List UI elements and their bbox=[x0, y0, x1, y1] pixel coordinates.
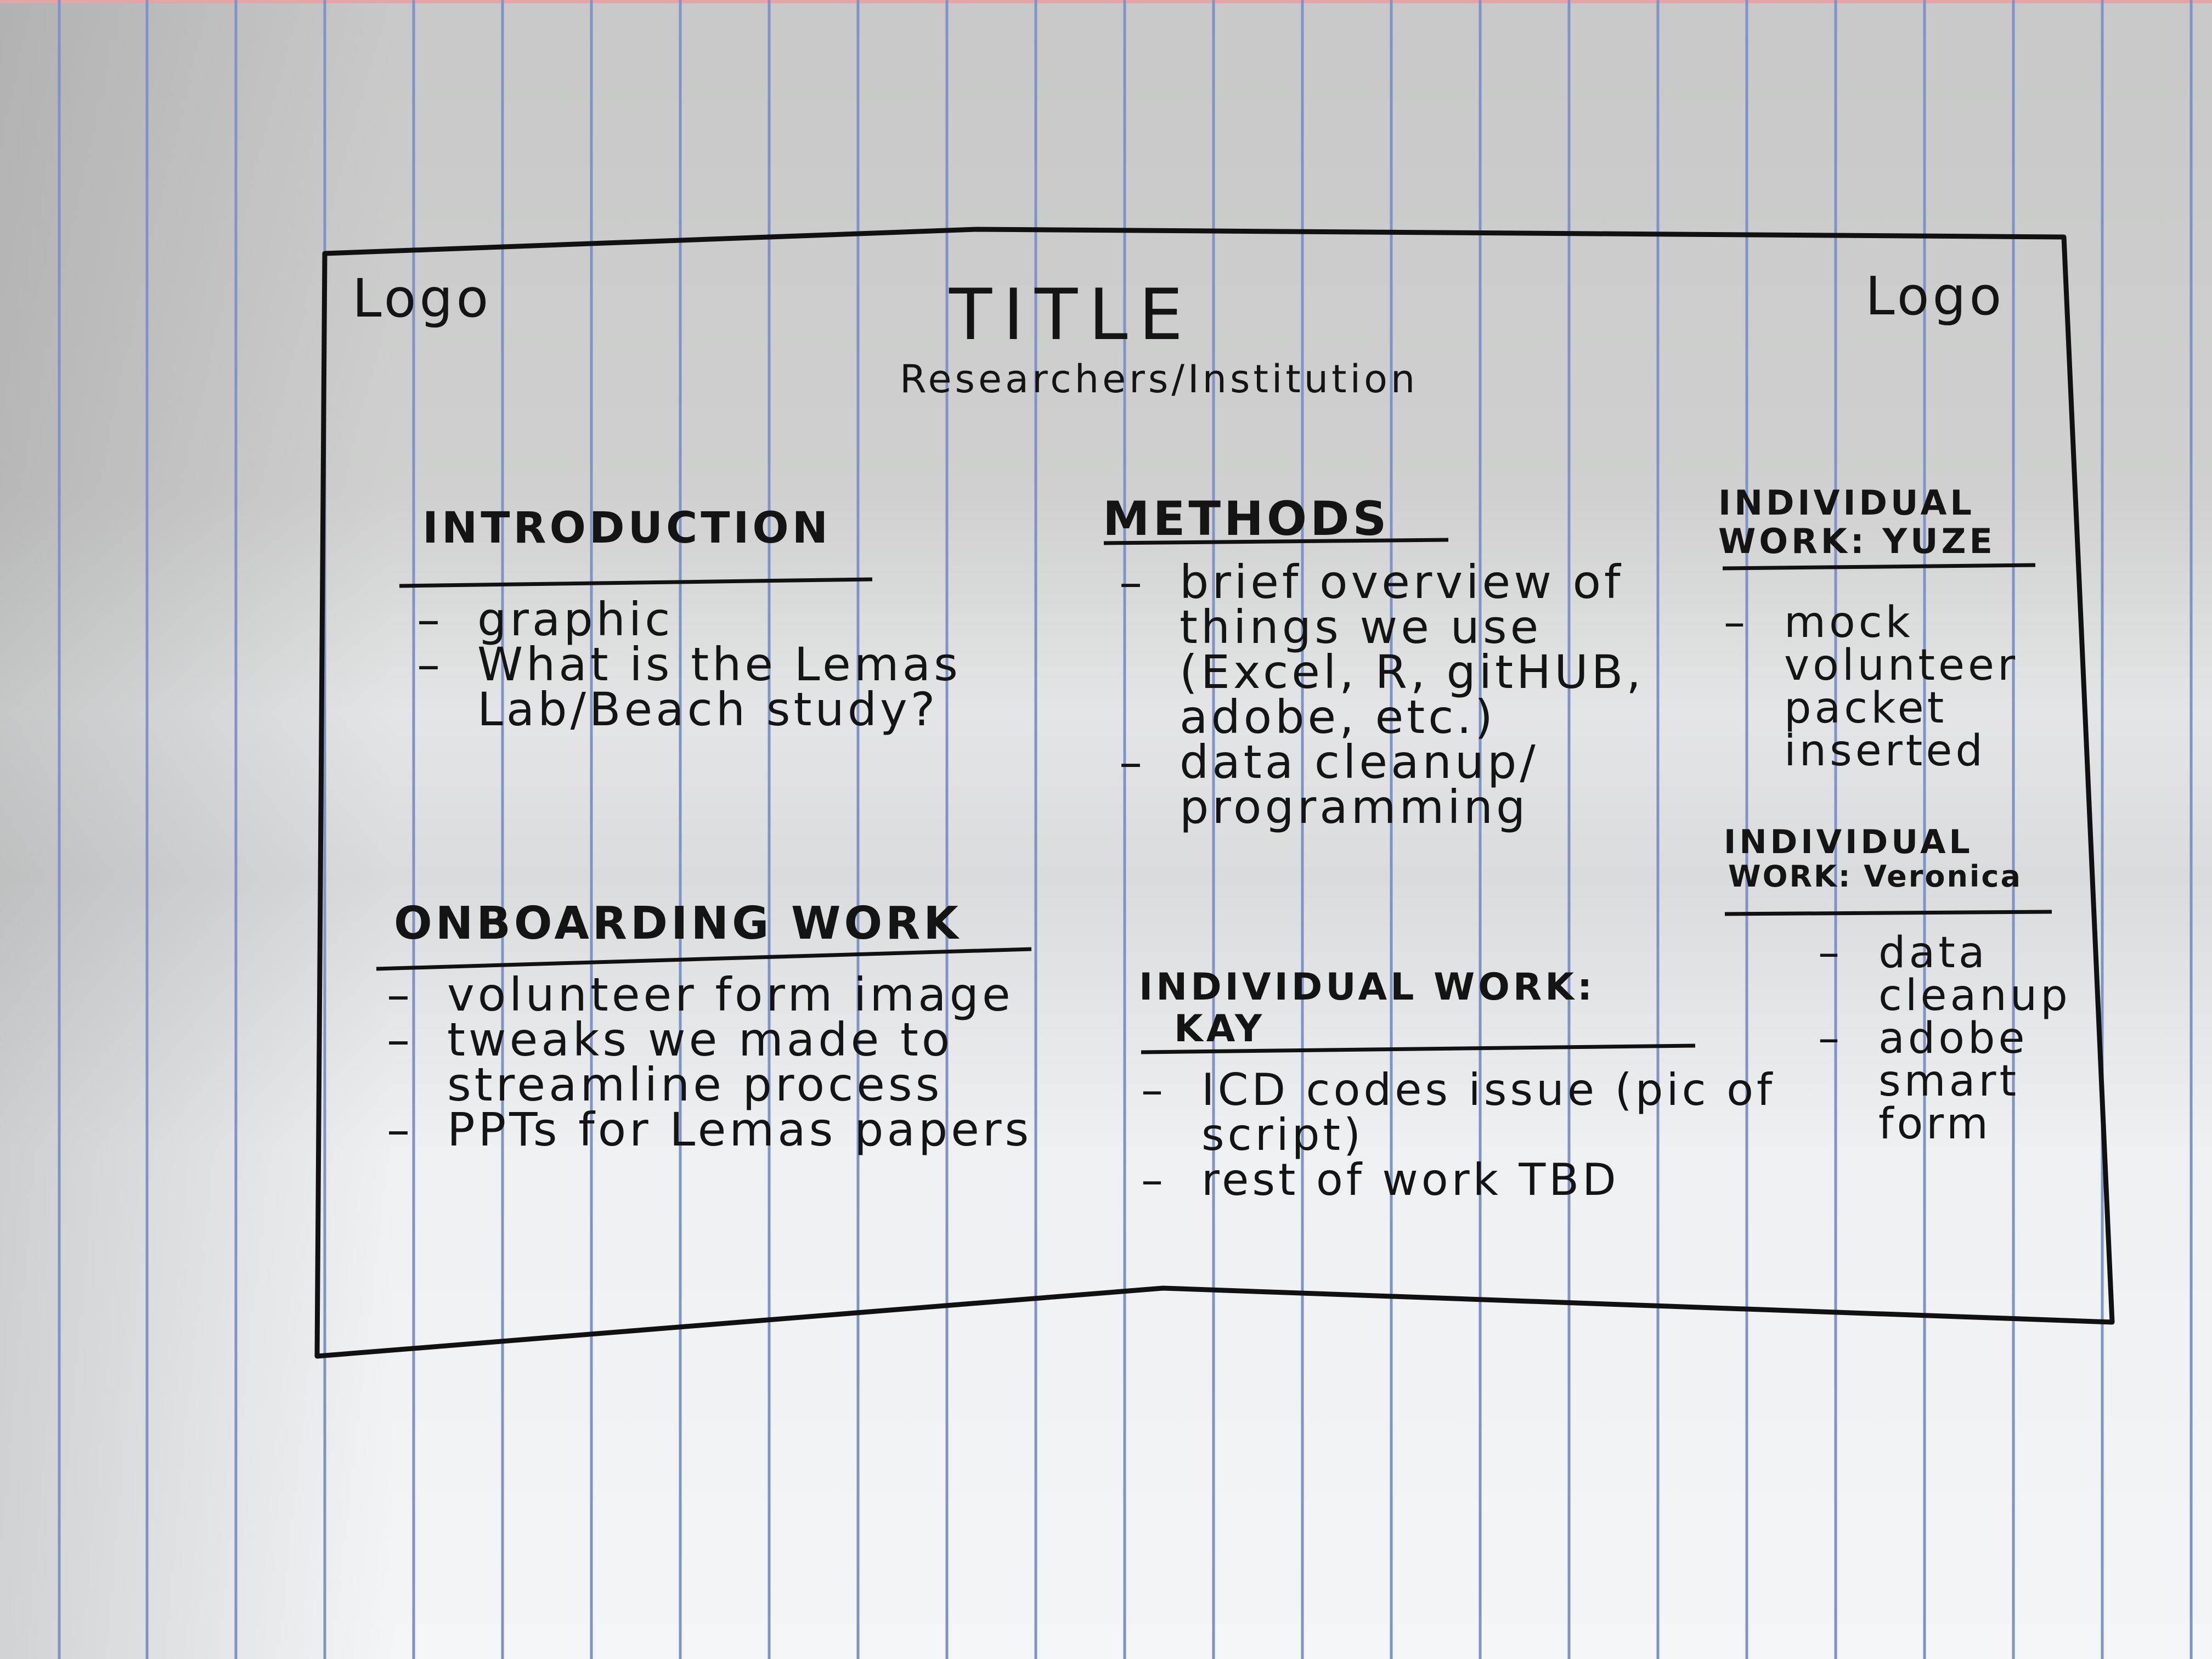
list-item: PPTs for Lemas papers bbox=[387, 1107, 1100, 1153]
onboarding-list: volunteer form image tweaks we made to s… bbox=[387, 972, 1100, 1153]
yuze-heading-line2: WORK: YUZE bbox=[1718, 521, 1996, 561]
list-item: tweaks we made to streamline process bbox=[387, 1017, 1100, 1108]
list-item: data cleanup/ programming bbox=[1119, 739, 1646, 830]
poster-subtitle: Researchers/Institution bbox=[900, 357, 1419, 402]
introduction-list: graphic What is the Lemas Lab/Beach stud… bbox=[417, 596, 977, 732]
poster-title: TITLE bbox=[949, 274, 1194, 356]
logo-right: Logo bbox=[1865, 266, 2005, 327]
kay-list: ICD codes issue (pic of script) rest of … bbox=[1141, 1068, 1788, 1203]
list-item: volunteer form image bbox=[387, 972, 1100, 1018]
veronica-heading-line1: INDIVIDUAL bbox=[1724, 823, 1973, 861]
veronica-list: data cleanup adobe smart form bbox=[1818, 932, 2070, 1146]
kay-heading-line1: INDIVIDUAL WORK: bbox=[1139, 966, 1596, 1009]
list-item: adobe smart form bbox=[1818, 1017, 2070, 1146]
yuze-list: mock volunteer packet inserted bbox=[1724, 601, 2053, 772]
list-item: What is the Lemas Lab/Beach study? bbox=[417, 641, 977, 732]
introduction-heading: INTRODUCTION bbox=[422, 504, 832, 553]
veronica-heading-line2: WORK: Veronica bbox=[1728, 859, 2022, 894]
list-item: rest of work TBD bbox=[1141, 1158, 1788, 1203]
list-item: brief overview of things we use (Excel, … bbox=[1119, 559, 1646, 740]
list-item: ICD codes issue (pic of script) bbox=[1141, 1068, 1788, 1158]
list-item: data cleanup bbox=[1818, 932, 2070, 1017]
paper-top-edge bbox=[0, 0, 2212, 3]
logo-left: Logo bbox=[352, 268, 492, 329]
list-item: mock volunteer packet inserted bbox=[1724, 601, 2053, 772]
shadow-band bbox=[0, 0, 395, 1659]
methods-heading: METHODS bbox=[1103, 492, 1390, 546]
yuze-heading-line1: INDIVIDUAL bbox=[1718, 483, 1975, 523]
list-item: graphic bbox=[417, 596, 977, 642]
methods-list: brief overview of things we use (Excel, … bbox=[1119, 559, 1646, 830]
onboarding-heading: ONBOARDING WORK bbox=[394, 898, 962, 950]
kay-heading-line2: KAY bbox=[1174, 1007, 1266, 1051]
